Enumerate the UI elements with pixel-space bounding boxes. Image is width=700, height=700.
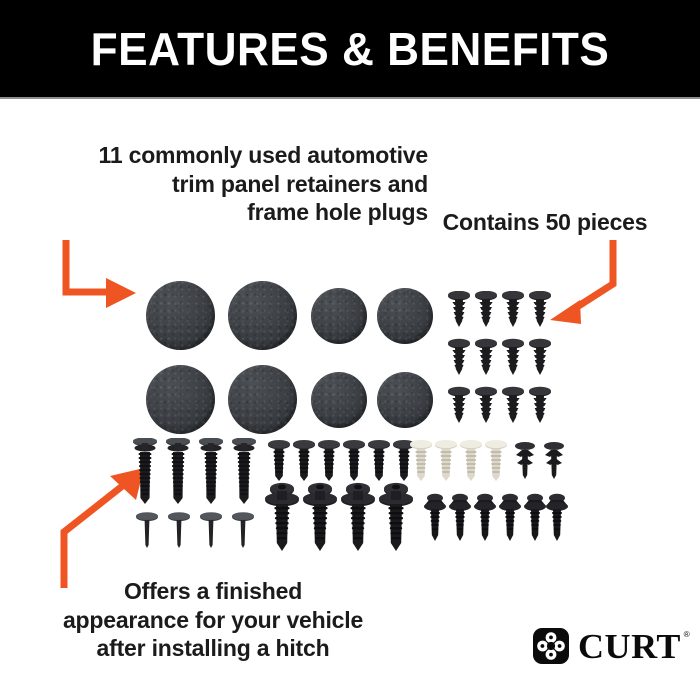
frame-hole-plug — [311, 288, 367, 344]
small-flanged-rivet-row — [424, 493, 568, 541]
short-pin-row — [136, 512, 254, 548]
arrow-to-clips-icon — [550, 240, 617, 324]
winged-clip-row — [515, 442, 564, 479]
arrow-to-plugs-icon — [62, 240, 136, 308]
callout-features-list: 11 commonly used automotive trim panel r… — [8, 141, 429, 227]
callout-line: trim panel retainers and — [172, 170, 428, 197]
frame-hole-plug — [228, 365, 297, 434]
frame-hole-plug — [377, 372, 433, 428]
callout-line: appearance for your vehicle — [62, 606, 364, 633]
callout-line: after installing a hitch — [96, 635, 330, 662]
frame-hole-plug — [146, 281, 215, 350]
long-screw-rivet-row — [133, 438, 256, 504]
flanged-push-rivet-row — [265, 482, 413, 551]
header-divider — [0, 97, 700, 99]
curt-wordmark-text: CURT — [578, 626, 681, 666]
callout-line: frame hole plugs — [247, 199, 428, 226]
white-rivet-row — [410, 440, 507, 481]
frame-hole-plug — [228, 281, 297, 350]
frame-hole-plug — [311, 372, 367, 428]
frame-hole-plug — [377, 288, 433, 344]
frame-hole-plug — [146, 365, 215, 434]
curt-wordmark: CURT ® — [578, 626, 690, 666]
callout-piece-count: Contains 50 pieces — [400, 208, 690, 237]
arrow-to-retainers-icon — [60, 468, 144, 588]
page-title: FEATURES & BENEFITS — [90, 22, 610, 75]
callout-line: Contains 50 pieces — [442, 209, 648, 235]
trademark-symbol: ® — [683, 629, 691, 639]
curt-logo: CURT ® — [533, 626, 690, 666]
product-photo — [0, 255, 700, 565]
callout-finished-appearance: Offers a finished appearance for your ve… — [18, 577, 408, 663]
callout-line: 11 commonly used automotive — [98, 142, 429, 168]
header-bar — [0, 0, 700, 97]
push-in-clip-grid — [448, 291, 551, 423]
callout-line: Offers a finished — [123, 578, 303, 604]
curt-clover-icon — [533, 628, 569, 664]
